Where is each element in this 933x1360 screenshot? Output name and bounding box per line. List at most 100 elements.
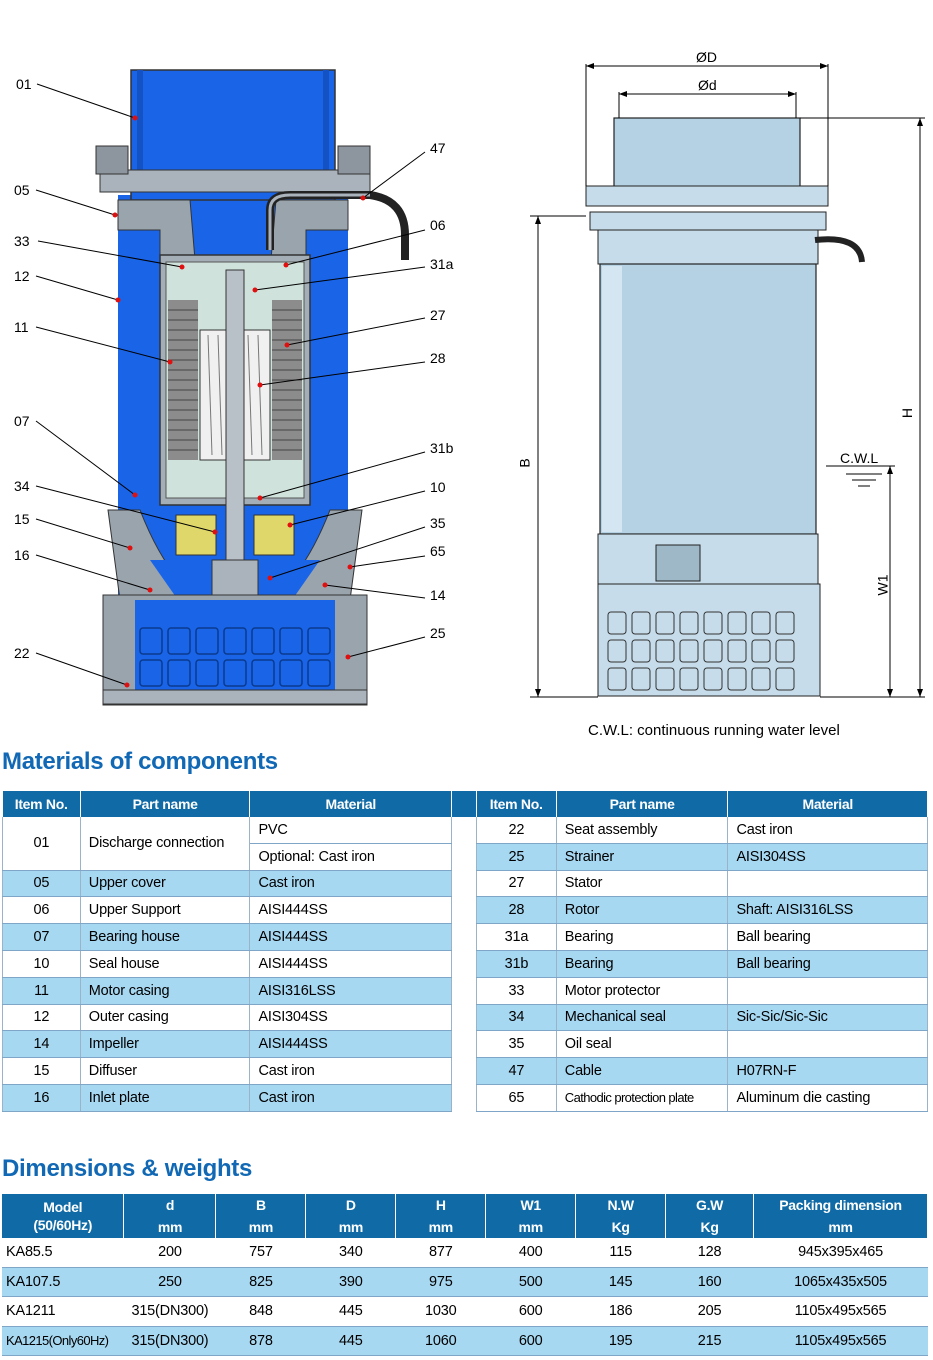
- item-no: 33: [476, 977, 557, 1005]
- table-row: KA85.5 200 757 340 877 400 115 128 945x3…: [2, 1238, 928, 1268]
- col-header: B: [215, 1194, 307, 1216]
- callout-label: 11: [14, 319, 29, 335]
- table-cell: 1105x495x565: [753, 1296, 928, 1327]
- item-no: 15: [2, 1057, 81, 1085]
- table-row: 01 Discharge connection PVC: [2, 817, 452, 871]
- material: [727, 870, 928, 898]
- dim-label-d: Ød: [698, 77, 717, 93]
- material: Cast iron: [249, 1084, 452, 1112]
- table-cell: 128: [665, 1238, 754, 1268]
- table-cell: 600: [485, 1326, 576, 1356]
- table-cell: 390: [305, 1267, 396, 1297]
- callout-label: 27: [430, 307, 446, 323]
- table-cell: 1105x495x565: [753, 1326, 928, 1356]
- dim-label-H: H: [899, 407, 916, 419]
- part-name: Stator: [556, 870, 729, 898]
- item-no: 22: [476, 817, 557, 844]
- dimensions-title: Dimensions & weights: [2, 1155, 253, 1182]
- table-cell: 848: [215, 1296, 306, 1327]
- table-cell: 200: [123, 1238, 216, 1268]
- col-header: D: [305, 1194, 397, 1216]
- col-header: W1: [485, 1194, 577, 1216]
- col-header: Item No.: [2, 791, 81, 817]
- part-name: Outer casing: [80, 1004, 251, 1032]
- item-no: 31a: [476, 923, 557, 951]
- table-cell: 250: [123, 1267, 216, 1297]
- part-name: Inlet plate: [80, 1084, 251, 1112]
- table-cell: 445: [305, 1296, 396, 1327]
- table-cell: 600: [485, 1296, 576, 1327]
- pump-section-drawing: [35, 69, 426, 706]
- material: [727, 977, 928, 1005]
- item-no: 14: [2, 1030, 81, 1059]
- callout-label: 05: [14, 182, 30, 198]
- item-no: 34: [476, 1004, 557, 1032]
- unit-header: mm: [485, 1216, 577, 1238]
- item-no: 65: [476, 1084, 557, 1112]
- table-cell: 315(DN300): [123, 1296, 216, 1327]
- callout-label: 07: [14, 413, 30, 429]
- callout-label: 35: [430, 515, 446, 531]
- part-name: Motor casing: [80, 977, 251, 1005]
- table-row: KA107.5 250 825 390 975 500 145 160 1065…: [2, 1267, 928, 1297]
- callout-label: 16: [14, 547, 30, 563]
- item-no: 01: [2, 817, 81, 871]
- callout-label: 14: [430, 587, 446, 603]
- material: Cast iron: [727, 817, 928, 844]
- part-name: Discharge connection: [80, 817, 251, 871]
- table-cell: 1060: [395, 1326, 486, 1356]
- part-name: Bearing: [556, 950, 729, 978]
- part-name: Bearing: [556, 923, 729, 951]
- dimensions-table: Model (50/60Hz) d B D H W1 N.W G.W Packi…: [2, 1194, 928, 1356]
- dim-label-D: ØD: [696, 49, 717, 65]
- table-cell: 757: [215, 1238, 306, 1268]
- table-cell: 878: [215, 1326, 306, 1356]
- unit-header: mm: [215, 1216, 307, 1238]
- model-cell: KA1215(Only60Hz): [2, 1326, 124, 1356]
- material: AISI316LSS: [249, 977, 452, 1005]
- col-header: H: [395, 1194, 487, 1216]
- part-name: Mechanical seal: [556, 1004, 729, 1032]
- pump-body: [599, 263, 817, 535]
- material: Cast iron: [249, 1057, 452, 1085]
- callout-label: 06: [430, 217, 446, 233]
- table-row: KA1215(Only60Hz) 315(DN300) 878 445 1060…: [2, 1326, 928, 1356]
- material: AISI444SS: [249, 950, 452, 978]
- callout-label: 22: [14, 645, 30, 661]
- item-no: 27: [476, 870, 557, 898]
- material: H07RN-F: [727, 1057, 928, 1085]
- table-cell: 500: [485, 1267, 576, 1297]
- unit-header: mm: [305, 1216, 397, 1238]
- col-header: Item No.: [476, 791, 557, 817]
- materials-table-left: Item No. Part name Material 01 Discharge…: [2, 791, 452, 1112]
- material: Cast iron: [249, 870, 452, 898]
- cwl-note: C.W.L: continuous running water level: [588, 722, 840, 739]
- unit-header: Kg: [575, 1216, 667, 1238]
- material: Optional: Cast iron: [249, 843, 452, 871]
- part-name: Cathodic protection plate: [556, 1084, 729, 1112]
- table-cell: 877: [395, 1238, 486, 1268]
- material: Ball bearing: [727, 950, 928, 978]
- table-cell: 1030: [395, 1296, 486, 1327]
- unit-header: mm: [123, 1216, 217, 1238]
- table-row: Optional: Cast iron: [3, 843, 452, 871]
- table-cell: 195: [575, 1326, 666, 1356]
- callout-label: 25: [430, 625, 446, 641]
- material: Ball bearing: [727, 923, 928, 951]
- table-cell: 115: [575, 1238, 666, 1268]
- table-cell: 145: [575, 1267, 666, 1297]
- callout-label: 28: [430, 350, 446, 366]
- item-no: 25: [476, 843, 557, 871]
